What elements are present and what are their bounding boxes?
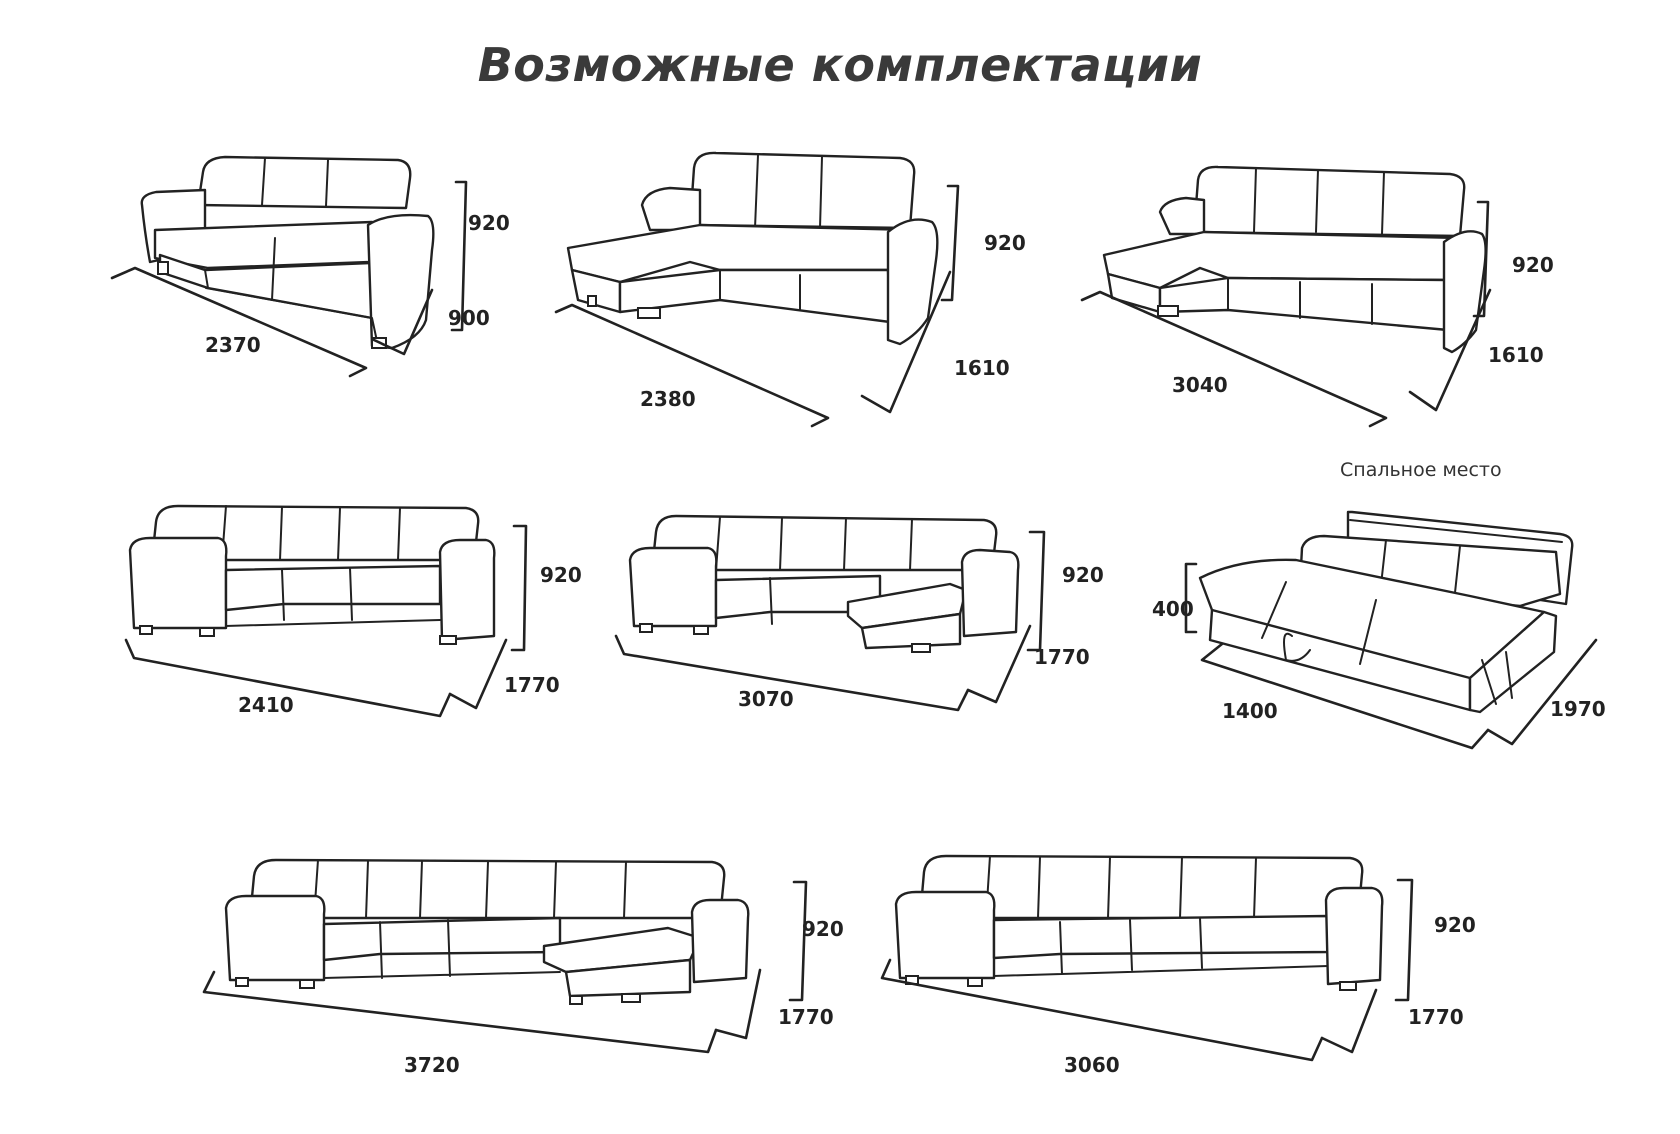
- config-3-height-label: 920: [1512, 253, 1554, 277]
- config-7-depth-label: 1770: [778, 1005, 834, 1029]
- config-1-height-label: 920: [468, 211, 510, 235]
- config-2-width-label: 2380: [640, 387, 696, 411]
- config-4-depth-label: 1770: [504, 673, 560, 697]
- page-title: Возможные комплектации: [477, 38, 1203, 92]
- config-2-depth-label: 1610: [954, 356, 1010, 380]
- sofa-u-shape-chaise: [614, 514, 1046, 712]
- config-8-depth-label: 1770: [1408, 1005, 1464, 1029]
- sofa-bed-unfolded: [1184, 510, 1598, 750]
- config-1-depth-label: 900: [448, 306, 490, 330]
- config-4-width-label: 2410: [238, 693, 294, 717]
- sofa-chaise-left: [554, 151, 960, 428]
- config-5-width-label: 3070: [738, 687, 794, 711]
- config-5-depth-label: 1770: [1034, 645, 1090, 669]
- sofa-straight: [110, 155, 468, 378]
- config-4-height-label: 920: [540, 563, 582, 587]
- config-1-width-label: 2370: [205, 333, 261, 357]
- config-6-height-label: 400: [1152, 597, 1194, 621]
- config-5-height-label: 920: [1062, 563, 1104, 587]
- config-8-height-label: 920: [1434, 913, 1476, 937]
- config-7-height-label: 920: [802, 917, 844, 941]
- config-3-depth-label: 1610: [1488, 343, 1544, 367]
- sofa-u-shape-large: [880, 854, 1414, 1062]
- config-2-height-label: 920: [984, 231, 1026, 255]
- config-6-width-label: 1400: [1222, 699, 1278, 723]
- config-7-width-label: 3720: [404, 1053, 460, 1077]
- config-3-width-label: 3040: [1172, 373, 1228, 397]
- sofa-u-shape-compact: [124, 504, 528, 718]
- config-6-depth-label: 1970: [1550, 697, 1606, 721]
- sofa-u-shape-large-chaise: [202, 858, 808, 1054]
- sofa-chaise-long: [1080, 165, 1492, 428]
- config-8-width-label: 3060: [1064, 1053, 1120, 1077]
- sleeping-place-label: Спальное место: [1340, 459, 1502, 481]
